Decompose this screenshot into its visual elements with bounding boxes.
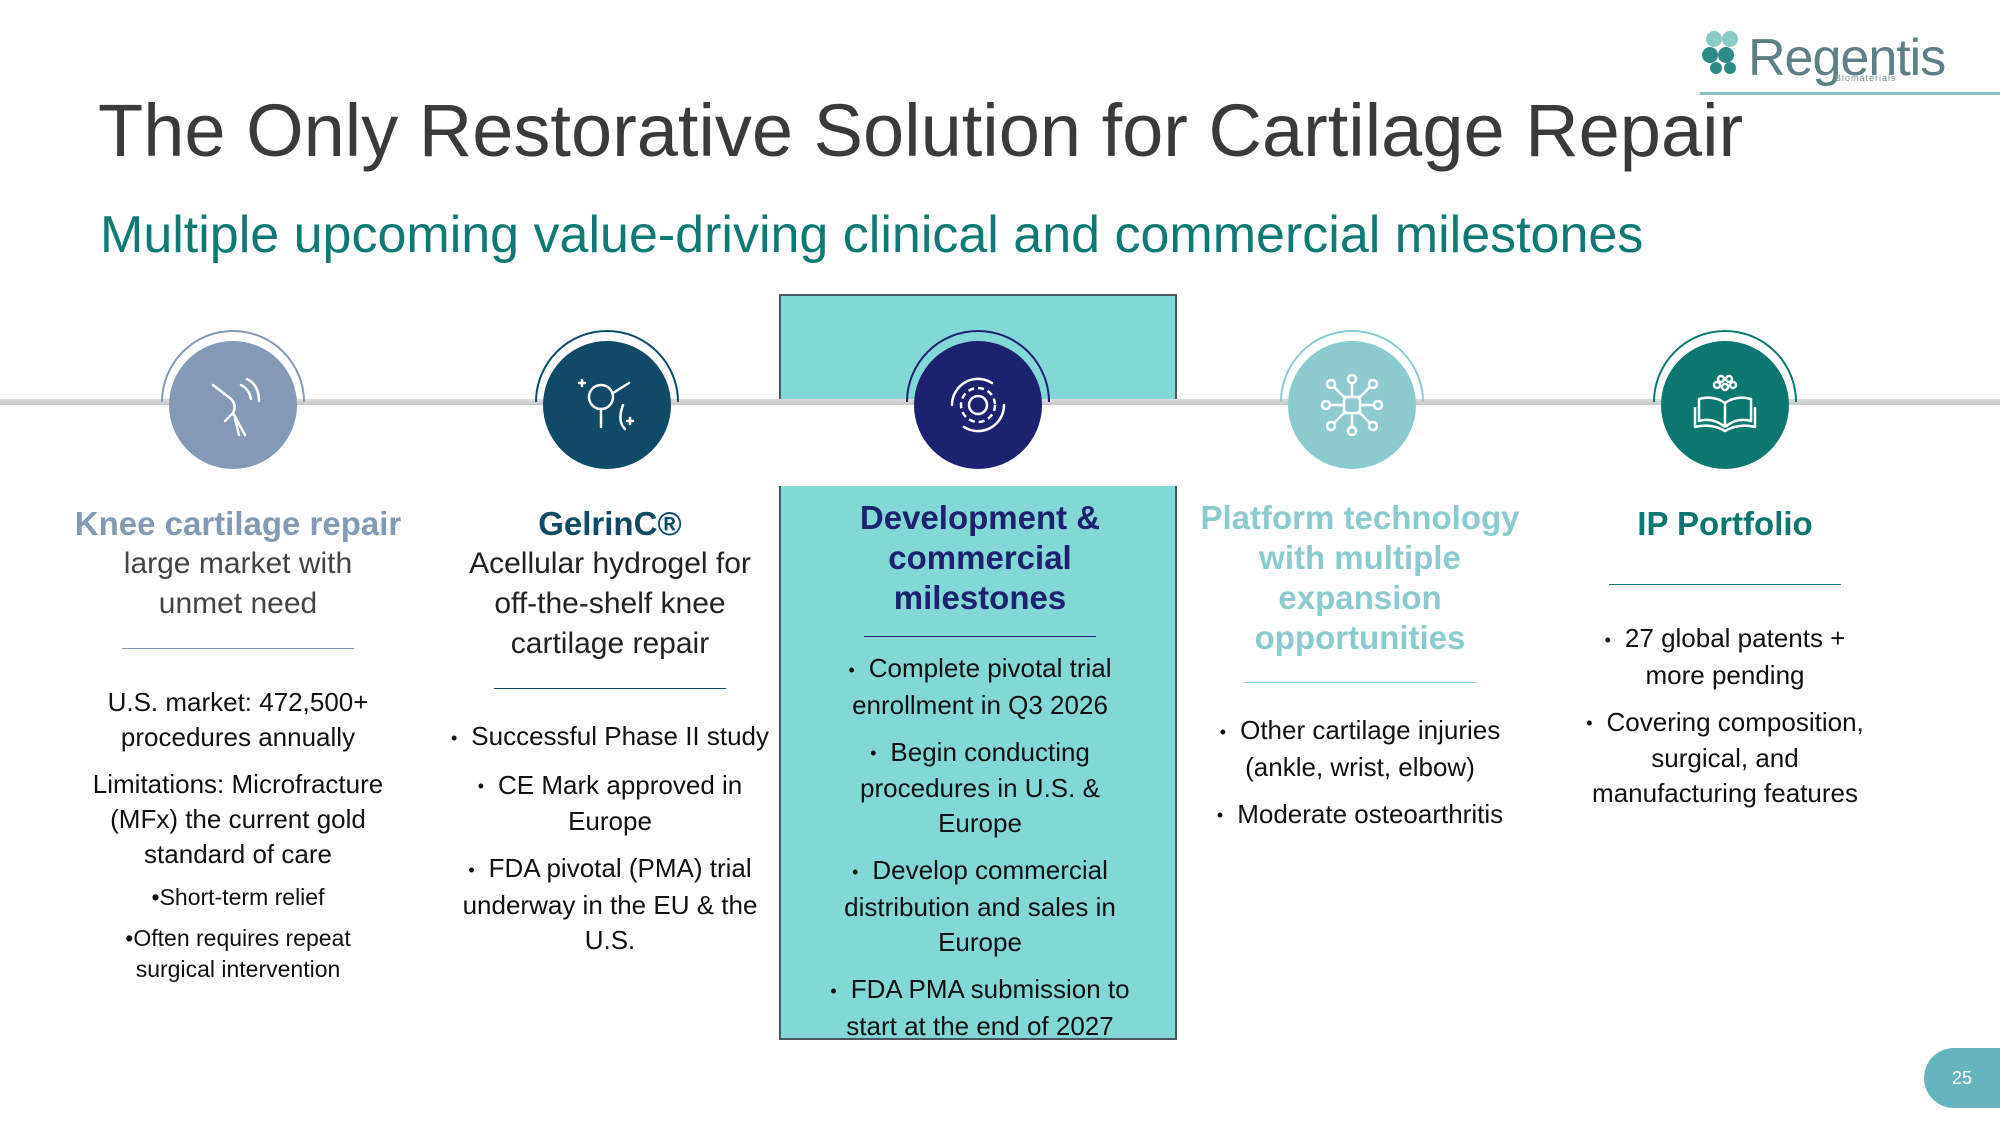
knee-sub-2: unmet need xyxy=(158,587,318,620)
knee-column: Knee cartilage repair large market with … xyxy=(68,504,408,985)
platform-icon-badge xyxy=(1277,330,1427,480)
development-bullet-1-cont: enrollment in Q3 2026 xyxy=(852,689,1108,720)
gelrin-divider xyxy=(494,688,726,689)
knee-line-5: standard of care xyxy=(144,839,332,869)
gelrin-bullet-3-cont2: U.S. xyxy=(584,924,636,955)
gelrin-bullet-1: •Successful Phase II study xyxy=(450,721,770,751)
development-bullet-2-cont: procedures in U.S. & xyxy=(860,773,1100,804)
knee-bullet-2: •Often requires repeat xyxy=(125,925,351,951)
development-bullet-4: •FDA PMA submission to xyxy=(830,973,1130,1004)
ip-heading: IP Portfolio xyxy=(1637,505,1813,542)
network-chip-icon xyxy=(1320,373,1384,437)
gelrin-icon-badge xyxy=(532,330,682,480)
development-heading-1: Development & xyxy=(859,499,1101,536)
ip-divider xyxy=(1609,584,1841,585)
gelrin-column: GelrinC® Acellular hydrogel for off-the-… xyxy=(440,504,780,958)
knee-bullet-2-cont: surgical intervention xyxy=(135,956,341,982)
development-bullet-3-cont2: Europe xyxy=(938,926,1022,957)
development-heading-2: commercial xyxy=(888,539,1072,576)
development-bullet-3-cont: distribution and sales in xyxy=(844,891,1116,922)
development-bullet-2-cont2: Europe xyxy=(938,808,1022,839)
logo-wordmark: Regentis xyxy=(1748,29,1946,87)
platform-bullet-1: •Other cartilage injuries xyxy=(1219,715,1501,745)
gelrin-sub-3: cartilage repair xyxy=(510,627,710,660)
knee-icon-badge xyxy=(158,330,308,480)
development-icon-badge xyxy=(903,330,1053,480)
development-bullet-1: •Complete pivotal trial xyxy=(848,653,1112,683)
page-number: 25 xyxy=(1924,1048,2000,1108)
gelrin-bullet-2-cont: Europe xyxy=(568,806,652,837)
knee-divider xyxy=(122,648,354,649)
platform-bullet-2: •Moderate osteoarthritis xyxy=(1216,798,1504,829)
development-bullet-3: •Develop commercial xyxy=(852,855,1108,886)
platform-bullet-1-cont: (ankle, wrist, elbow) xyxy=(1245,751,1475,782)
knee-line-3: Limitations: Microfracture xyxy=(92,769,384,799)
knee-heading: Knee cartilage repair xyxy=(74,505,402,542)
company-logo: Regentis Biomaterials xyxy=(1700,26,1946,88)
knee-bullet-1: •Short-term relief xyxy=(151,884,325,910)
knee-line-2: procedures annually xyxy=(120,722,356,752)
platform-divider xyxy=(1244,682,1476,683)
slide-subtitle: Multiple upcoming value-driving clinical… xyxy=(100,206,1644,264)
magnifier-research-icon xyxy=(577,378,635,431)
platform-heading-1: Platform technology xyxy=(1200,499,1520,536)
gelrin-sub-1: Acellular hydrogel for xyxy=(469,547,751,580)
logo-mark-icon xyxy=(1702,31,1738,74)
ip-icon-badge xyxy=(1650,330,1800,480)
open-book-icon xyxy=(1693,374,1757,433)
header-accent-line xyxy=(1700,92,2000,95)
logo-tagline: Biomaterials xyxy=(1835,73,1897,83)
knee-line-4: (MFx) the current gold xyxy=(110,804,366,834)
ip-bullet-2: •Covering composition, xyxy=(1586,706,1864,737)
ip-column: IP Portfolio •27 global patents + more p… xyxy=(1555,504,1895,811)
gelrin-bullet-3-cont: underway in the EU & the xyxy=(462,889,758,920)
gear-cycle-icon xyxy=(950,377,1006,433)
development-bullet-2: •Begin conducting xyxy=(870,736,1090,767)
ip-bullet-2-cont: surgical, and xyxy=(1651,743,1799,774)
knee-joint-icon xyxy=(211,377,261,437)
highlight-box-bottom xyxy=(779,486,1177,1040)
gelrin-sub-2: off-the-shelf knee xyxy=(494,587,726,620)
platform-heading-4: opportunities xyxy=(1254,619,1466,656)
development-divider xyxy=(864,636,1096,637)
ip-bullet-2-cont2: manufacturing features xyxy=(1592,778,1858,809)
development-bullet-4-cont: start at the end of 2027 xyxy=(846,1010,1114,1041)
platform-column: Platform technology with multiple expans… xyxy=(1180,498,1540,833)
ip-bullet-1: •27 global patents + xyxy=(1604,623,1846,653)
gelrin-bullet-2: •CE Mark approved in xyxy=(477,769,743,800)
platform-heading-3: expansion xyxy=(1278,579,1442,616)
development-heading-3: milestones xyxy=(893,579,1067,616)
platform-heading-2: with multiple xyxy=(1259,539,1461,576)
ip-bullet-1-cont: more pending xyxy=(1645,659,1805,690)
knee-line-1: U.S. market: 472,500+ xyxy=(107,687,369,717)
development-column: Development & commercial milestones •Com… xyxy=(800,498,1160,1044)
gelrin-bullet-3: •FDA pivotal (PMA) trial xyxy=(468,853,752,884)
slide-title: The Only Restorative Solution for Cartil… xyxy=(98,89,1744,172)
knee-sub-1: large market with xyxy=(123,547,353,580)
gelrin-heading: GelrinC® xyxy=(538,505,682,542)
